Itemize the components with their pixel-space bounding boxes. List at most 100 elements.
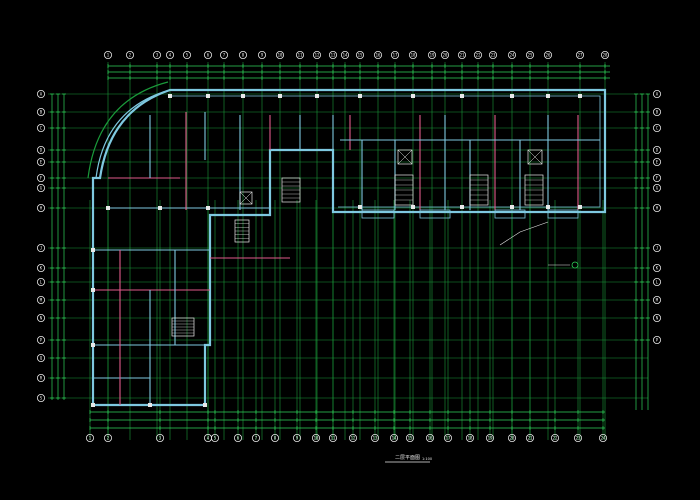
axis-bubble-circle — [443, 433, 452, 442]
axis-bubble-top: 24 — [507, 51, 516, 60]
axis-bubble-label: 18 — [411, 52, 416, 57]
axis-bubble-right: M — [653, 295, 662, 304]
axis-bubble-circle — [104, 433, 113, 442]
axis-bubble-label: 8 — [274, 435, 277, 440]
axis-bubble-bottom: 1 — [86, 433, 95, 442]
axis-bubble-label: 3 — [156, 52, 159, 57]
structural-column — [106, 206, 110, 210]
axis-bubble-label: D — [656, 147, 659, 152]
axis-bubble-label: 26 — [546, 52, 551, 57]
axis-bubble-top: 11 — [295, 51, 304, 60]
structural-column — [206, 94, 210, 98]
dimension-lines — [50, 64, 650, 430]
axis-bubble-circle — [526, 433, 535, 442]
axis-bubble-label: 15 — [408, 435, 413, 440]
structural-column — [411, 205, 415, 209]
axis-bubble-label: 17 — [446, 435, 451, 440]
axis-bubble-label: 1 — [107, 52, 110, 57]
axis-bubble-circle — [544, 51, 553, 60]
axis-bubble-label: 15 — [358, 52, 363, 57]
axis-bubble-label: A — [656, 91, 659, 96]
axis-bubble-label: 6 — [237, 435, 240, 440]
axis-bubble-label: 19 — [488, 435, 493, 440]
axis-bubble-label: 9 — [261, 52, 264, 57]
axis-bubble-top: 28 — [601, 51, 610, 60]
axis-bubble-left: A — [37, 90, 46, 99]
axis-bubble-label: 4 — [207, 435, 210, 440]
axis-bubble-top: 22 — [473, 51, 482, 60]
axis-bubble-bottom: 11 — [328, 433, 337, 442]
axis-bubble-top: 14 — [340, 51, 349, 60]
axis-bubble-left: E — [37, 157, 46, 166]
axis-bubble-circle — [576, 51, 585, 60]
axis-bubble-circle — [328, 51, 337, 60]
axis-bubble-left: N — [37, 313, 46, 322]
structural-column — [91, 248, 95, 252]
axis-bubble-top: 15 — [355, 51, 364, 60]
structural-column — [206, 206, 210, 210]
axis-bubble-bottom: 17 — [443, 433, 452, 442]
axis-bubble-circle — [355, 51, 364, 60]
axis-bubble-label: 5 — [186, 52, 189, 57]
axis-bubble-label: P — [40, 337, 43, 342]
axis-bubble-top: 9 — [257, 51, 266, 60]
axis-bubble-label: 16 — [428, 435, 433, 440]
axis-bubble-label: 24 — [510, 52, 515, 57]
curved-facade — [87, 81, 169, 179]
building-outline — [87, 81, 607, 407]
title-block: 二层平面图 1:100 — [385, 455, 432, 463]
axis-bubble-circle — [427, 51, 436, 60]
axis-bubble-label: 10 — [314, 435, 319, 440]
axis-bubble-right: J — [653, 243, 662, 252]
axis-bubble-label: D — [40, 147, 43, 152]
axis-bubble-circle — [653, 124, 662, 133]
axis-bubble-circle — [348, 433, 357, 442]
axis-bubble-circle — [37, 353, 46, 362]
axis-bubble-left: D — [37, 145, 46, 154]
axis-bubble-label: C — [40, 125, 43, 130]
axis-bubble-circle — [37, 173, 46, 182]
axis-bubble-circle — [37, 313, 46, 322]
axis-bubble-bottom: 9 — [292, 433, 301, 442]
axis-bubble-label: M — [40, 297, 43, 302]
exterior-wall — [91, 88, 607, 407]
drawing-title: 二层平面图 — [395, 455, 420, 461]
axis-bubble-bottom: 19 — [485, 433, 494, 442]
axis-bubble-bottom: 6 — [233, 433, 242, 442]
axis-bubble-circle — [37, 373, 46, 382]
axis-bubble-label: A — [40, 91, 43, 96]
axis-bubble-label: 16 — [376, 52, 381, 57]
axis-bubble-circle — [601, 51, 610, 60]
axis-bubble-circle — [251, 433, 260, 442]
axis-bubble-top: 7 — [219, 51, 228, 60]
axis-bubble-label: H — [656, 205, 659, 210]
axis-bubble-label: 2 — [107, 435, 110, 440]
axis-bubble-label: F — [40, 175, 43, 180]
axis-bubble-top: 10 — [275, 51, 284, 60]
axis-bubble-top: 16 — [373, 51, 382, 60]
axis-bubble-label: N — [656, 315, 659, 320]
axis-bubble-label: 22 — [553, 435, 558, 440]
axis-bubble-label: 25 — [528, 52, 533, 57]
elevator-shaft — [239, 191, 253, 205]
axis-bubble-bottom: 24 — [599, 433, 608, 442]
axis-bubble-label: 8 — [242, 52, 245, 57]
axis-bubble-label: K — [656, 265, 659, 270]
balcony — [419, 209, 451, 219]
axis-bubble-bottom: 14 — [389, 433, 398, 442]
axis-bubble-label: F — [656, 175, 659, 180]
axis-bubble-circle — [86, 433, 95, 442]
axis-bubble-circle — [238, 51, 247, 60]
axis-bubble-label: 14 — [343, 52, 348, 57]
axis-bubble-label: 14 — [392, 435, 397, 440]
axis-bubble-label: 23 — [576, 435, 581, 440]
axis-bubble-circle — [219, 51, 228, 60]
axis-bubble-left: H — [37, 203, 46, 212]
axis-bubble-label: H — [40, 205, 43, 210]
axis-bubble-top: 3 — [152, 51, 161, 60]
axis-bubble-bottom: 21 — [526, 433, 535, 442]
axis-bubble-bottom: 3 — [155, 433, 164, 442]
axis-bubble-circle — [653, 277, 662, 286]
axis-bubble-bottom: 16 — [425, 433, 434, 442]
axis-bubble-circle — [37, 277, 46, 286]
